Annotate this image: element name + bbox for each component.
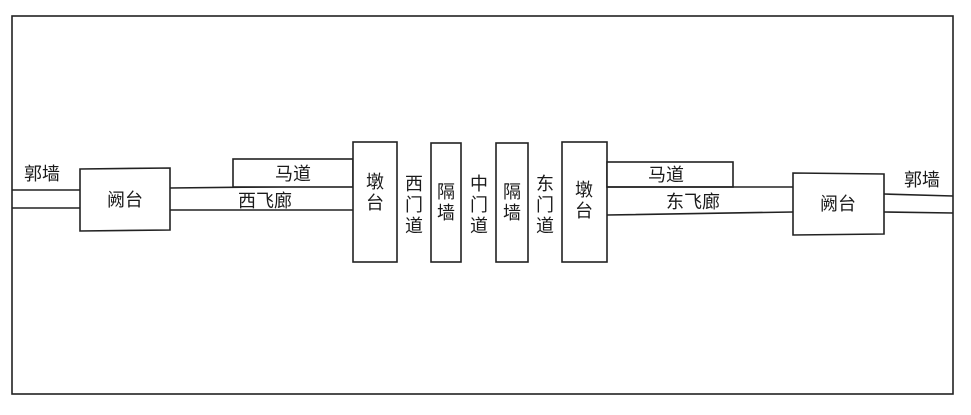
east-ma-dao-shape	[606, 161, 734, 188]
east-guo-wall-lines	[883, 193, 954, 214]
west-guo-wall-lines	[12, 189, 80, 209]
east-gate-label: 东门道	[536, 174, 554, 237]
east-guo-wall-label: 郭墙	[904, 170, 940, 191]
west-dun-tai-label: 墩台	[366, 172, 384, 214]
west-que-tai-label: 阙台	[107, 190, 143, 211]
diagram-frame	[11, 15, 954, 395]
east-fei-lang-label: 东飞廊	[666, 192, 720, 213]
east-fei-lang-lines	[606, 186, 794, 216]
east-dun-tai-shape	[561, 141, 608, 263]
middle-gate-label: 中门道	[470, 174, 488, 237]
west-ma-dao-shape	[232, 158, 354, 188]
east-que-tai-shape	[792, 172, 885, 236]
west-fei-lang-label: 西飞廊	[238, 191, 292, 212]
west-que-tai-shape	[79, 167, 171, 232]
west-ma-dao-label: 马道	[275, 164, 311, 185]
east-partition-shape	[495, 142, 529, 263]
east-que-tai-label: 阙台	[820, 194, 856, 215]
west-guo-wall-label: 郭墙	[24, 164, 60, 185]
west-partition-shape	[430, 142, 462, 263]
west-gate-label: 西门道	[405, 174, 423, 237]
west-partition-label: 隔墙	[437, 182, 455, 224]
east-dun-tai-label: 墩台	[575, 180, 593, 222]
west-dun-tai-shape	[352, 141, 398, 263]
east-ma-dao-label: 马道	[648, 165, 684, 186]
east-partition-label: 隔墙	[503, 182, 521, 224]
